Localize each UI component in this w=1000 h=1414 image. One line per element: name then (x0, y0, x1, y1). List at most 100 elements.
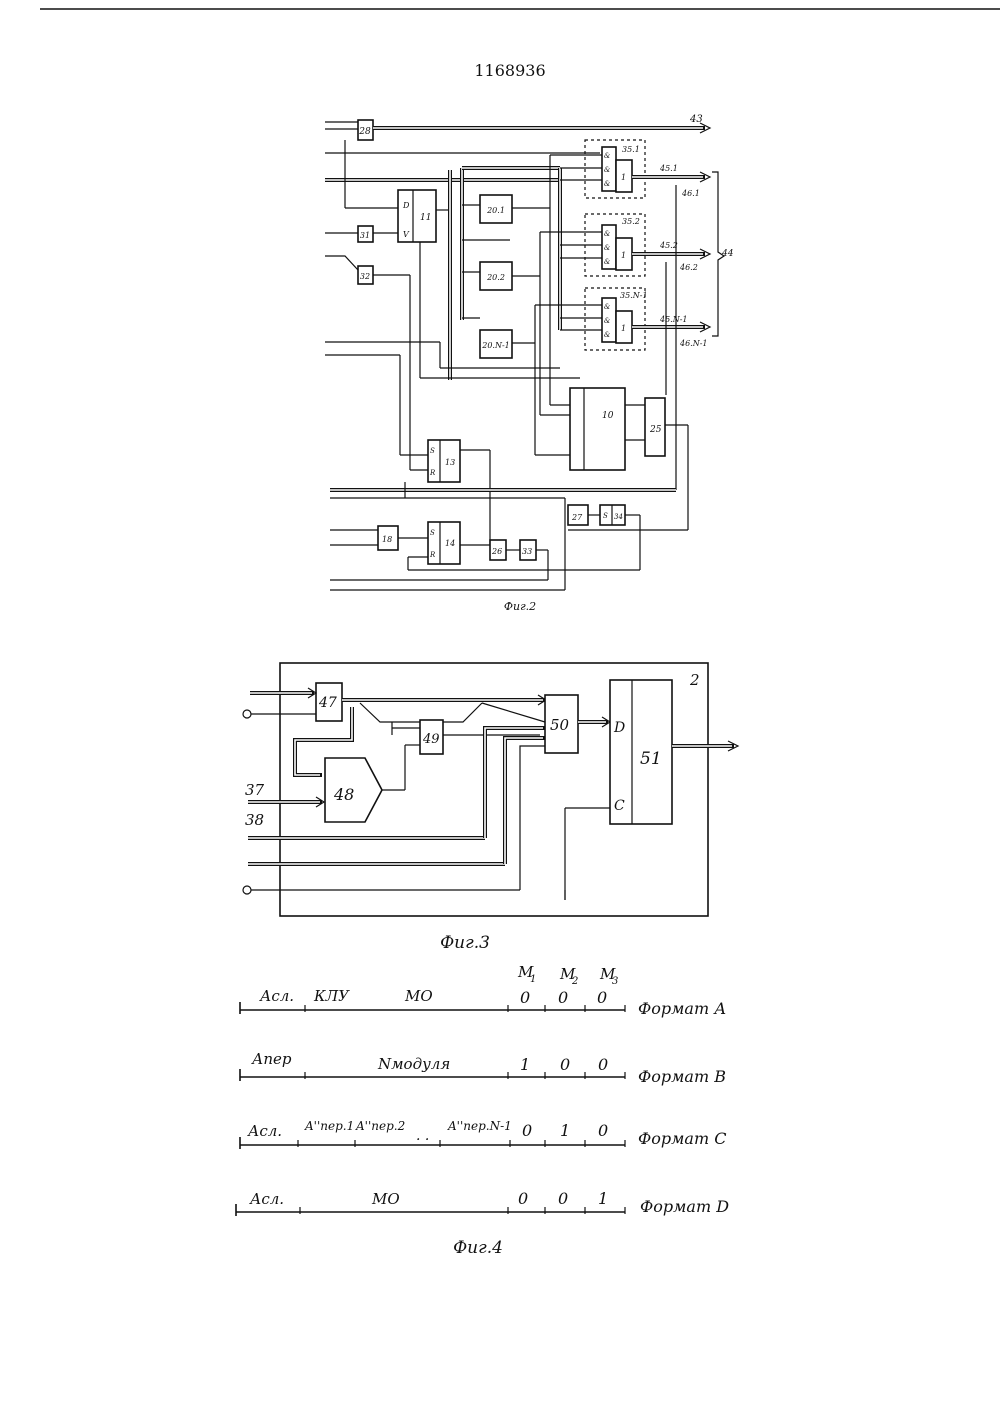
svg-text:13: 13 (445, 458, 455, 467)
svg-text:D: D (402, 201, 410, 210)
svg-text:33: 33 (522, 547, 532, 556)
svg-text:11: 11 (420, 213, 431, 223)
svg-text:R: R (429, 551, 436, 559)
svg-text:20.N-1: 20.N-1 (481, 341, 510, 350)
fig3-caption: Фиг.3 (440, 933, 490, 953)
svg-text:0: 0 (518, 1189, 528, 1208)
svg-text:35.N-1: 35.N-1 (620, 291, 648, 300)
svg-text:A''пер.1: A''пер.1 (304, 1119, 354, 1133)
gate-35-n: & & & 1 35.N-1 (602, 291, 648, 343)
svg-text:Апер: Апер (251, 1050, 292, 1068)
svg-text:10: 10 (602, 411, 614, 421)
svg-text:МО: МО (404, 987, 433, 1005)
svg-text:S: S (430, 447, 435, 455)
svg-text:S: S (603, 512, 608, 520)
fig2-schematic: 28 43 D V 11 31 32 20.1 20.2 (325, 114, 734, 613)
fig4-caption: Фиг.4 (453, 1238, 503, 1258)
svg-text:1: 1 (621, 173, 626, 182)
svg-text:49: 49 (422, 732, 440, 747)
svg-text:&: & (604, 230, 610, 238)
svg-text:0: 0 (597, 988, 607, 1007)
svg-text:МО: МО (371, 1190, 400, 1208)
svg-text:0: 0 (598, 1121, 608, 1140)
svg-text:18: 18 (382, 535, 392, 544)
svg-text:1: 1 (560, 1121, 570, 1140)
svg-text:1: 1 (598, 1189, 608, 1208)
format-b-row: Апер Nмодуля 1 0 0 Формат В (240, 1050, 726, 1086)
fig2-caption: Фиг.2 (504, 600, 536, 613)
format-c-name: Формат С (638, 1129, 726, 1148)
svg-text:&: & (604, 180, 610, 188)
label-45-1: 45.1 (659, 164, 678, 173)
svg-text:&: & (604, 244, 610, 252)
svg-text:35.2: 35.2 (622, 217, 640, 226)
svg-text:C: C (614, 798, 625, 814)
svg-text:A''пер.2: A''пер.2 (355, 1119, 405, 1133)
fig4-formats: M 1 M 2 M 3 Асл. КЛУ МО 0 0 0 Формат А (236, 963, 729, 1258)
svg-text:A''пер.N-1: A''пер.N-1 (447, 1119, 512, 1133)
svg-text:34: 34 (614, 513, 623, 521)
svg-text:31: 31 (360, 231, 370, 240)
svg-text:0: 0 (522, 1121, 532, 1140)
svg-text:26: 26 (491, 547, 502, 556)
svg-text:32: 32 (360, 272, 370, 281)
label-out-44: 44 (721, 249, 734, 259)
label-input-37: 37 (245, 781, 265, 799)
svg-text:0: 0 (598, 1055, 608, 1074)
format-d-name: Формат D (640, 1197, 729, 1216)
label-out-43: 43 (689, 114, 703, 125)
input-terminal-2 (243, 886, 251, 894)
fig3-schematic: 2 47 49 48 37 38 (243, 663, 738, 953)
svg-text:Асл.: Асл. (259, 987, 294, 1005)
svg-text:50: 50 (550, 716, 570, 734)
label-input-38: 38 (245, 811, 264, 829)
svg-text:27: 27 (571, 513, 583, 522)
label-46-2: 46.2 (679, 263, 698, 272)
svg-text:2: 2 (571, 976, 578, 987)
label-46-1: 46.1 (681, 189, 700, 198)
svg-text:Асл.: Асл. (249, 1190, 284, 1208)
svg-text:14: 14 (445, 539, 455, 548)
svg-text:1: 1 (621, 251, 626, 260)
format-d-row: Асл. МО 0 0 1 Формат D (236, 1189, 729, 1216)
svg-text:3: 3 (612, 976, 618, 987)
svg-text:1: 1 (520, 1055, 530, 1074)
format-a-row: Асл. КЛУ МО 0 0 0 Формат А (240, 987, 726, 1018)
svg-text:28: 28 (358, 127, 371, 137)
svg-text:20.1: 20.1 (486, 206, 505, 215)
label-46-n: 46.N-1 (679, 339, 708, 348)
label-45-2: 45.2 (659, 241, 678, 250)
svg-text:R: R (429, 469, 436, 477)
format-b-name: Формат В (638, 1067, 726, 1086)
svg-text:&: & (604, 303, 610, 311)
svg-text:&: & (604, 317, 610, 325)
gate-35-2: & & & 1 35.2 (602, 217, 640, 270)
svg-text:Nмодуля: Nмодуля (377, 1055, 450, 1073)
svg-text:0: 0 (560, 1055, 570, 1074)
format-a-name: Формат А (638, 999, 726, 1018)
label-45-n: 45.N-1 (659, 315, 688, 324)
svg-text:КЛУ: КЛУ (313, 987, 350, 1005)
input-terminal-1 (243, 710, 251, 718)
patent-number: 1168936 (474, 61, 545, 80)
format-c-row: Асл. A''пер.1 A''пер.2 . . A''пер.N-1 0 … (240, 1119, 726, 1149)
svg-text:D: D (613, 720, 625, 736)
svg-text:1: 1 (530, 974, 536, 985)
svg-text:0: 0 (520, 988, 530, 1007)
fig3-number: 2 (689, 671, 700, 689)
gate-35-1: & & & 1 35.1 (602, 145, 640, 192)
svg-text:0: 0 (558, 988, 568, 1007)
block-10 (570, 388, 625, 470)
svg-text:&: & (604, 166, 610, 174)
svg-text:&: & (604, 258, 610, 266)
svg-text:&: & (604, 152, 610, 160)
svg-text:47: 47 (318, 695, 337, 711)
svg-text:51: 51 (640, 749, 662, 769)
svg-text:25: 25 (649, 425, 662, 435)
svg-text:Асл.: Асл. (247, 1122, 282, 1140)
svg-text:20.2: 20.2 (486, 273, 505, 282)
svg-text:0: 0 (558, 1189, 568, 1208)
svg-text:48: 48 (333, 785, 354, 804)
svg-text:S: S (430, 529, 435, 537)
